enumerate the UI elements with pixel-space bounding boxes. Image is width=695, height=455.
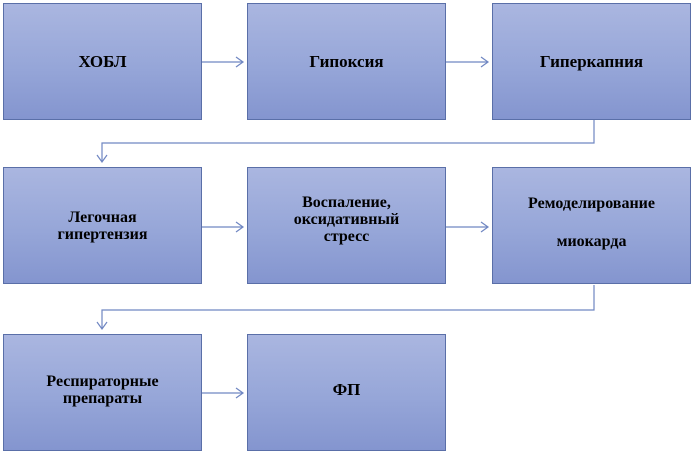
node-label: Гипоксия xyxy=(309,52,384,71)
node-respiratory-drugs: Респираторные препараты xyxy=(3,334,202,451)
arrowhead-icon xyxy=(235,221,245,233)
arrowhead-icon xyxy=(96,154,108,164)
node-inflammation-oxidative-stress: Воспаление, оксидативный стресс xyxy=(247,167,446,284)
arrowhead-icon xyxy=(480,221,490,233)
node-label: Респираторные препараты xyxy=(46,372,159,407)
node-label: Гиперкапния xyxy=(539,51,644,71)
node-myocardial-remodeling: Ремоделирование миокарда xyxy=(492,167,691,284)
node-label: ХОБЛ xyxy=(78,52,127,71)
node-label: Воспаление, оксидативный стресс xyxy=(293,194,400,245)
node-pulmonary-hypertension: Легочная гипертензия xyxy=(3,167,202,284)
node-copd: ХОБЛ xyxy=(3,3,202,120)
arrowhead-icon xyxy=(235,387,245,399)
arrow-hypercapnia-to-pulmonary-hypertension xyxy=(101,120,595,161)
node-label: Легочная гипертензия xyxy=(57,208,148,243)
node-hypoxia: Гипоксия xyxy=(247,3,446,120)
arrowhead-icon xyxy=(480,56,490,68)
node-hypercapnia: Гиперкапния xyxy=(492,3,691,120)
arrowhead-icon xyxy=(235,56,245,68)
node-label: Ремоделирование миокарда xyxy=(528,194,655,250)
node-label: ФП xyxy=(332,380,361,399)
arrow-remodeling-to-respiratory-drugs xyxy=(101,285,595,328)
node-af: ФП xyxy=(247,334,446,451)
arrowhead-icon xyxy=(96,321,108,331)
